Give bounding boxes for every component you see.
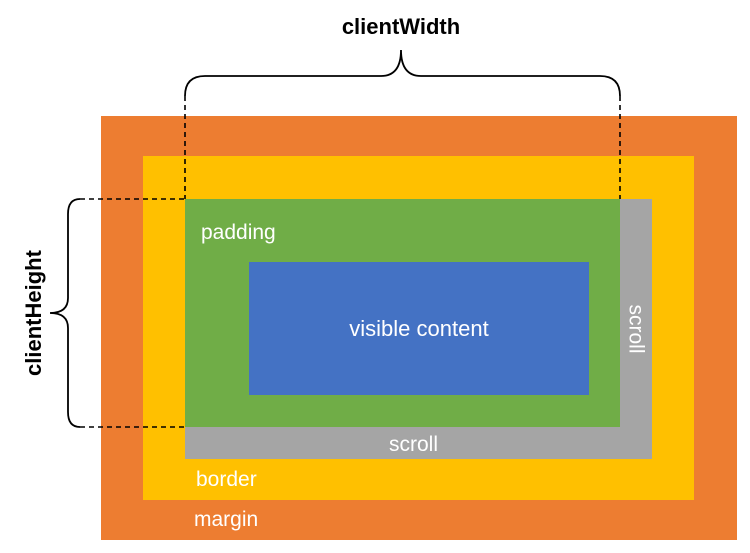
client-width-brace — [184, 49, 621, 97]
client-height-label: clientHeight — [21, 250, 46, 376]
margin-label: margin — [194, 508, 259, 531]
content-area — [249, 262, 589, 395]
padding-label: padding — [201, 221, 276, 244]
scroll-bottom-label: scroll — [389, 433, 439, 456]
border-label: border — [196, 468, 257, 491]
client-height-brace — [49, 198, 81, 428]
visible-content-label: visible content — [349, 315, 489, 341]
client-width-label: clientWidth — [341, 14, 461, 39]
